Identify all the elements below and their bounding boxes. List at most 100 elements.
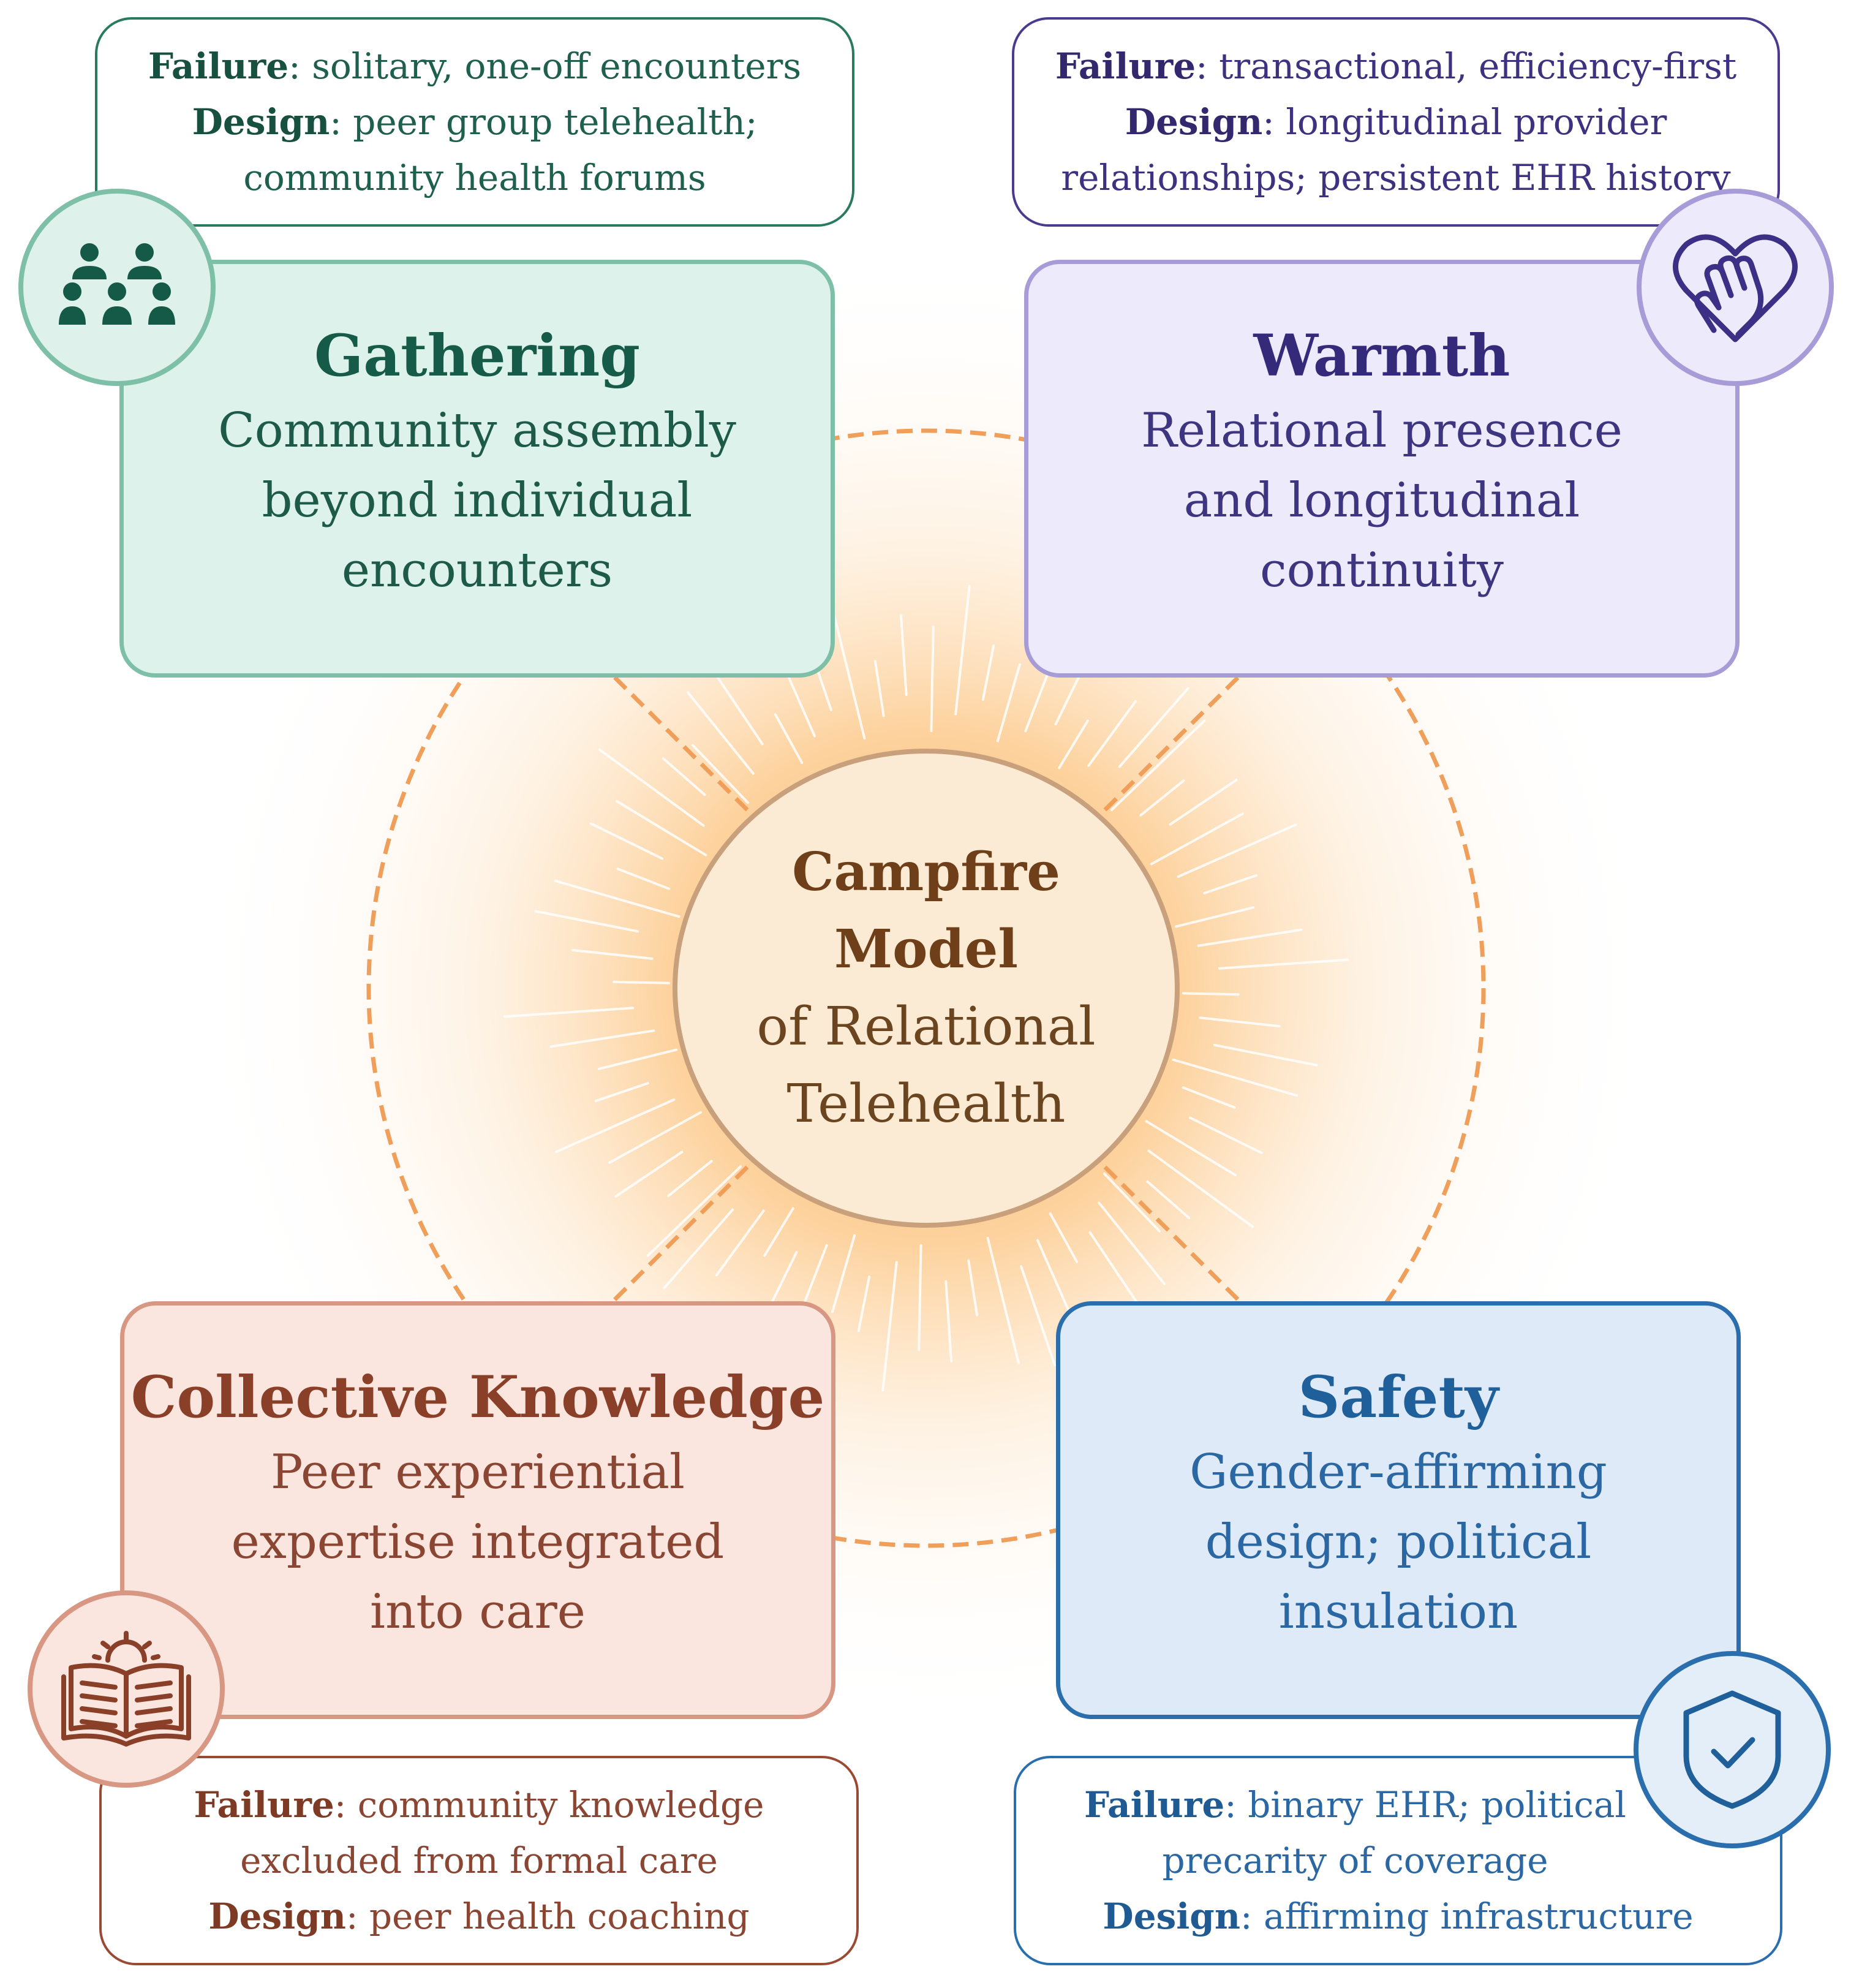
- sun-ray: [1172, 1058, 1299, 1097]
- sun-ray: [1103, 1172, 1161, 1233]
- sun-ray: [1169, 779, 1238, 826]
- gathering-failure-text: : solitary, one-off encounters: [288, 45, 802, 87]
- sun-ray: [534, 910, 639, 933]
- sun-ray: [667, 1160, 713, 1197]
- sun-ray: [954, 584, 971, 716]
- center-subtitle: of Relational Telehealth: [756, 996, 1096, 1135]
- sun-ray: [1145, 1120, 1237, 1177]
- sun-ray: [646, 1165, 742, 1257]
- collective-knowledge-card: Collective Knowledge Peer experiential e…: [120, 1301, 835, 1719]
- knowledge-failure-text: : community knowledge excluded from form…: [240, 1783, 764, 1881]
- gathering-design-text: : peer group telehealth; community healt…: [243, 100, 758, 198]
- gathering-failure-design-box: Failure: solitary, one-off encounters De…: [95, 17, 854, 227]
- knowledge-design-text: : peer health coaching: [345, 1895, 750, 1937]
- sun-ray: [1197, 928, 1303, 947]
- sun-ray: [503, 1007, 635, 1018]
- sun-ray: [857, 1275, 871, 1332]
- sun-ray: [774, 713, 804, 765]
- safety-title: Safety: [1298, 1364, 1499, 1431]
- warmth-failure-design-box: Failure: transactional, efficiency-first…: [1012, 17, 1780, 227]
- sun-ray: [1174, 906, 1254, 928]
- gathering-design-label: Design: [192, 100, 330, 143]
- sun-ray: [1213, 1043, 1318, 1067]
- gathering-description: Community assembly beyond individual enc…: [218, 403, 736, 598]
- sun-ray: [598, 748, 705, 827]
- center-title: Campfire Model: [792, 841, 1060, 980]
- collective-knowledge-failure-design-box: Failure: community knowledge excluded fr…: [99, 1756, 859, 1965]
- people-group-icon: [18, 189, 216, 386]
- safety-failure-text: : binary EHR; political precarity of cov…: [1162, 1783, 1626, 1881]
- sun-ray: [663, 1208, 734, 1290]
- warmth-design-label: Design: [1125, 100, 1263, 143]
- sun-ray: [549, 1029, 655, 1048]
- sun-ray: [1150, 812, 1244, 866]
- sun-ray: [900, 614, 908, 697]
- sun-ray: [1020, 1265, 1057, 1367]
- sun-ray: [986, 1236, 1020, 1364]
- knowledge-design-label: Design: [208, 1895, 346, 1937]
- warmth-design-text: : longitudinal provider relationships; p…: [1061, 100, 1731, 198]
- sun-ray: [1177, 823, 1297, 878]
- sun-ray: [589, 822, 664, 860]
- sun-ray: [598, 1048, 678, 1070]
- sun-ray: [1203, 874, 1258, 894]
- warmth-title: Warmth: [1253, 322, 1510, 390]
- warmth-description: Relational presence and longitudinal con…: [1141, 403, 1623, 598]
- sun-ray: [594, 1082, 649, 1103]
- safety-design-label: Design: [1103, 1895, 1241, 1937]
- sun-ray: [832, 612, 866, 740]
- sun-ray: [1182, 1086, 1236, 1109]
- sun-ray: [1049, 1212, 1079, 1263]
- sun-ray: [687, 691, 755, 775]
- collective-knowledge-title: Collective Knowledge: [130, 1364, 825, 1431]
- warmth-failure-label: Failure: [1055, 45, 1196, 87]
- knowledge-failure-label: Failure: [194, 1783, 334, 1826]
- warmth-failure-text: : transactional, efficiency-first: [1196, 45, 1737, 87]
- warmth-card: Warmth Relational presence and longitudi…: [1024, 260, 1740, 678]
- sun-ray: [944, 1280, 952, 1362]
- sun-ray: [1188, 1116, 1263, 1154]
- gathering-failure-label: Failure: [148, 45, 289, 87]
- safety-description: Gender-affirming design; political insul…: [1189, 1445, 1607, 1639]
- sun-ray: [554, 879, 680, 918]
- sun-ray: [614, 1151, 684, 1198]
- sun-ray: [967, 1259, 979, 1317]
- sun-ray: [763, 1207, 794, 1257]
- sun-ray: [1182, 992, 1240, 996]
- sun-ray: [1199, 1016, 1281, 1028]
- sun-ray: [1218, 958, 1349, 970]
- sun-ray: [662, 757, 706, 796]
- sun-ray: [1098, 1201, 1166, 1285]
- sun-ray: [691, 744, 749, 804]
- sun-ray: [608, 1111, 703, 1164]
- sun-ray: [1139, 779, 1185, 817]
- sun-ray: [1058, 719, 1089, 769]
- sun-ray: [571, 948, 654, 960]
- heart-hand-icon: [1637, 189, 1834, 386]
- sun-ray: [616, 799, 707, 856]
- shield-check-icon: [1634, 1651, 1831, 1848]
- sun-ray: [881, 1261, 898, 1392]
- sun-ray: [981, 644, 995, 701]
- sun-ray: [831, 1234, 856, 1313]
- sun-ray: [715, 1209, 765, 1277]
- sun-ray: [1118, 687, 1189, 768]
- open-book-sun-icon: [28, 1590, 225, 1788]
- sun-ray: [873, 660, 885, 717]
- sun-ray: [616, 867, 671, 890]
- sun-ray: [1147, 1149, 1254, 1228]
- sun-ray: [996, 663, 1021, 743]
- safety-failure-label: Failure: [1084, 1783, 1225, 1826]
- sun-ray: [555, 1098, 676, 1153]
- sun-ray: [1087, 700, 1137, 767]
- sun-ray: [1036, 1239, 1071, 1315]
- safety-card: Safety Gender-affirming design; politica…: [1056, 1301, 1741, 1719]
- safety-design-text: : affirming infrastructure: [1240, 1895, 1694, 1937]
- outer-dashed-ring: [366, 428, 1486, 1548]
- gathering-card: Gathering Community assembly beyond indi…: [119, 260, 835, 678]
- sun-ray: [1110, 719, 1206, 811]
- diagonal-connectors: [601, 664, 1251, 1313]
- sun-ray: [930, 626, 935, 733]
- campfire-model-center-circle: Campfire Model of Relational Telehealth: [673, 749, 1180, 1228]
- sun-ray: [613, 980, 671, 985]
